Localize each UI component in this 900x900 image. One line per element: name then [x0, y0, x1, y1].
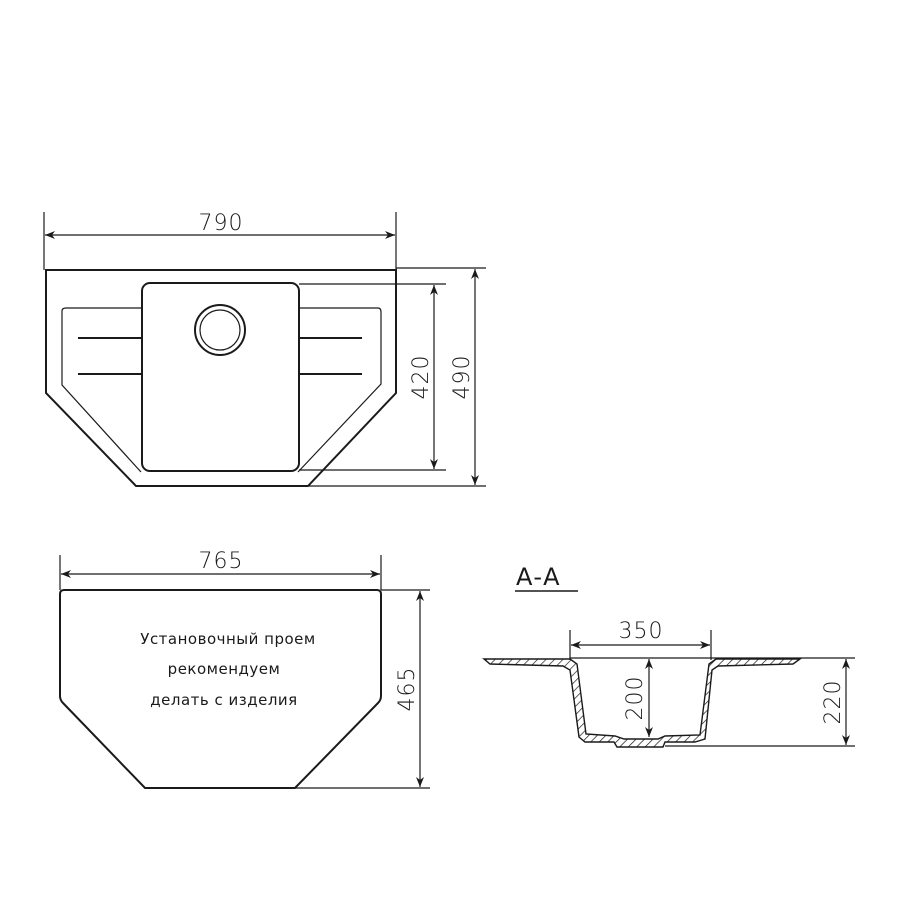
cutout-view: 765 465 Установочный проем рекомендуем д… [59, 549, 430, 789]
dimension-label-420: 420 [409, 355, 434, 400]
dimension-465: 465 [295, 589, 430, 789]
dimension-765: 765 [59, 549, 382, 590]
dimension-490: 490 [308, 267, 486, 487]
note-line-1: Установочный проем [140, 630, 315, 648]
dimension-label-350: 350 [619, 619, 664, 644]
drain-outer-ring [194, 304, 246, 356]
top-view: 790 420 490 [43, 211, 486, 487]
section-view: А-А 350 200 220 [482, 563, 855, 748]
drainboard-outline [61, 307, 382, 473]
dimension-200: 200 [623, 659, 653, 737]
drain-inner-ring [199, 309, 241, 351]
dimension-label-200: 200 [623, 676, 648, 721]
dimension-790: 790 [43, 211, 397, 270]
sink-outline [45, 269, 397, 487]
dimension-label-765: 765 [199, 549, 244, 574]
dimension-350: 350 [569, 619, 712, 660]
dimension-label-465: 465 [395, 667, 420, 712]
sink-profile [482, 658, 803, 748]
installation-note: Установочный проем рекомендуем делать с … [140, 630, 315, 709]
section-label: А-А [516, 563, 561, 591]
dimension-label-490: 490 [450, 355, 475, 400]
note-line-3: делать с изделия [150, 691, 297, 709]
cutout-outline [59, 589, 382, 789]
drainboard-ribs [78, 337, 362, 375]
dimension-420: 420 [299, 283, 446, 471]
dimension-220: 220 [665, 659, 855, 747]
dimension-label-220: 220 [821, 680, 846, 725]
bowl-outline [141, 282, 300, 472]
note-line-2: рекомендуем [168, 660, 281, 678]
dimension-label-790: 790 [199, 211, 244, 236]
